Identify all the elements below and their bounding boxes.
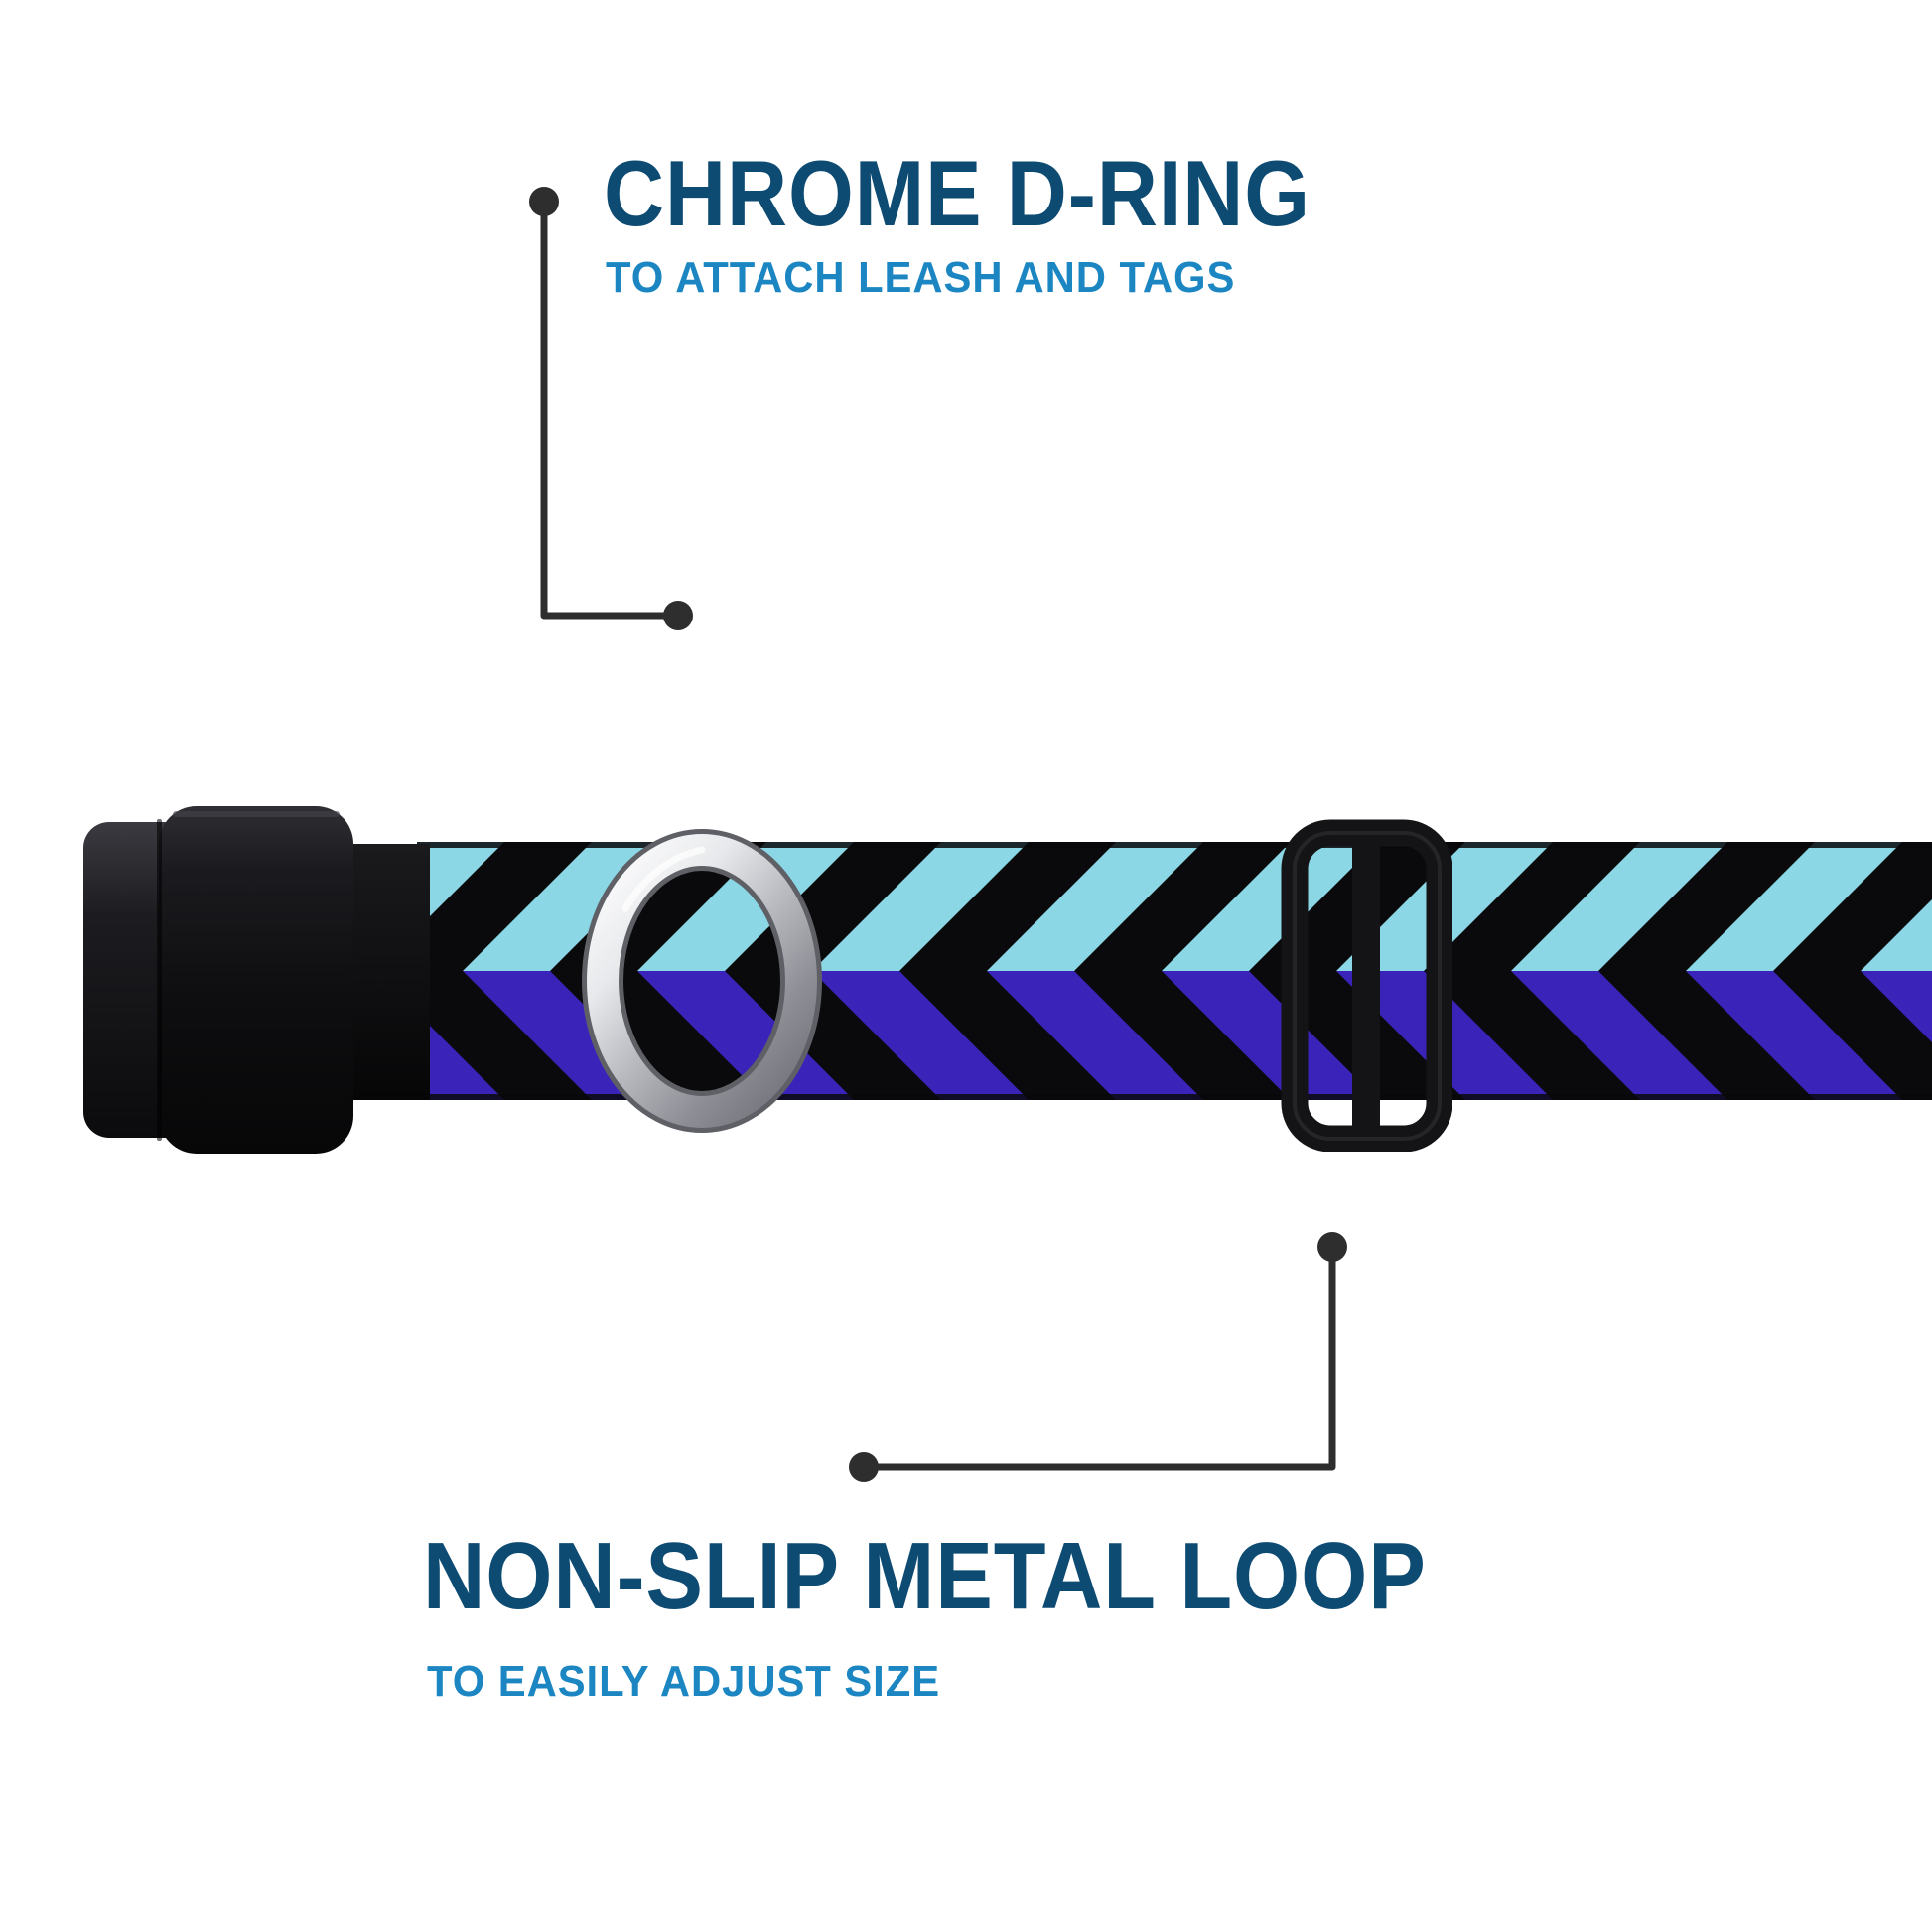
chevron-webbing bbox=[417, 842, 1932, 1100]
bottom-callout-dot-part-end bbox=[1317, 1232, 1347, 1262]
d-ring-specular-highlight bbox=[621, 846, 706, 912]
buckle-seam bbox=[157, 819, 162, 1141]
bottom-callout-title: NON-SLIP METAL LOOP bbox=[423, 1523, 1427, 1629]
collar-strap bbox=[417, 842, 1932, 1100]
buckle-highlight bbox=[173, 811, 340, 817]
top-callout-subtitle: TO ATTACH LEASH AND TAGS bbox=[606, 253, 1236, 302]
top-callout-dot-part-end bbox=[663, 601, 693, 630]
slider-frame-highlight bbox=[1293, 831, 1442, 1141]
bottom-callout-line bbox=[860, 1243, 1336, 1471]
metal-loop-slider bbox=[1281, 819, 1452, 1152]
side-release-buckle bbox=[83, 806, 430, 1154]
d-ring-chrome bbox=[587, 834, 817, 1128]
slider-center-bar bbox=[1352, 835, 1380, 1137]
top-callout-title: CHROME D-RING bbox=[604, 141, 1311, 245]
bottom-callout-dot-text-end bbox=[849, 1452, 879, 1482]
bottom-callout-subtitle: TO EASILY ADJUST SIZE bbox=[427, 1657, 941, 1706]
chrome-d-ring bbox=[582, 829, 822, 1133]
top-callout-dot-text-end bbox=[529, 187, 559, 216]
buckle-body bbox=[159, 806, 353, 1154]
